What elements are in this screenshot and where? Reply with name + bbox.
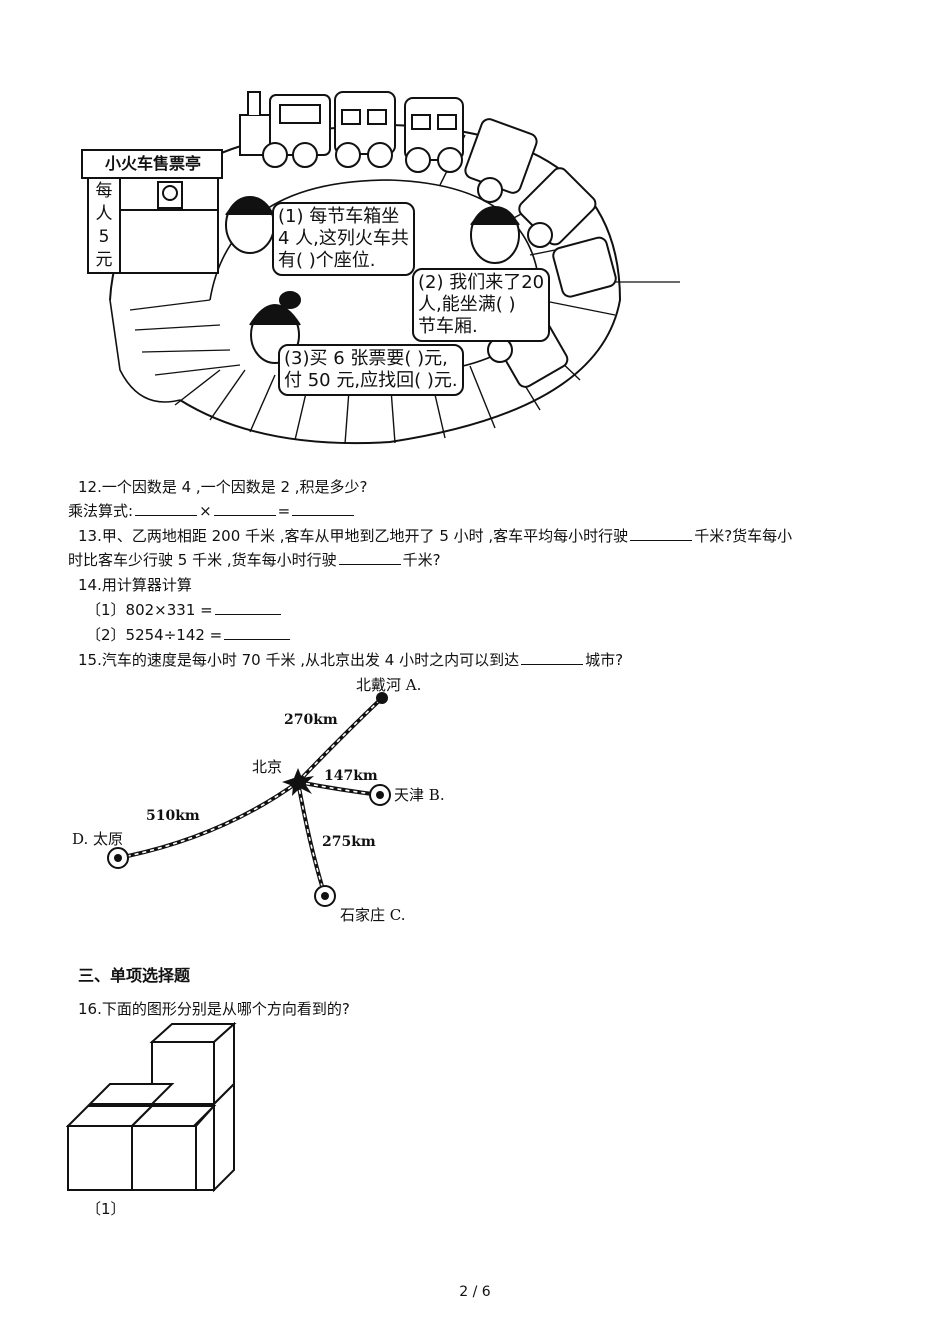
q13-text-c: 时比客车少行驶 5 千米 ,货车每小时行驶 (68, 551, 337, 569)
q12-blank-product[interactable] (292, 501, 355, 516)
bubble-line: (2) 我们来了20 (418, 272, 545, 293)
q14-item1: 〔1〕802×331 = (86, 599, 283, 621)
booth-price: 每 人 5 元 (90, 180, 118, 272)
city-letter: B. (428, 786, 445, 804)
q14-blank-2[interactable] (224, 625, 291, 640)
map-center-label: 北京 (252, 758, 283, 776)
booth-price-char: 元 (95, 250, 113, 270)
map-city-a: 北戴河 A. (356, 674, 421, 695)
booth-price-char: 人 (95, 204, 113, 224)
q15-text: 15.汽车的速度是每小时 70 千米 ,从北京出发 4 小时之内可以到达 城市? (78, 649, 623, 671)
city-name: 太原 (93, 830, 124, 848)
train-illustration: 小火车售票亭 每 人 5 元 (1) 每节车箱坐 4 人,这列火车共 有( )个… (60, 70, 700, 460)
times-sign: × (199, 502, 212, 520)
page-number: 2 / 6 (459, 1284, 491, 1300)
q12-formula-label: 乘法算式: (68, 502, 134, 520)
q14-title: 14.用计算器计算 (78, 576, 192, 594)
q13-line2: 时比客车少行驶 5 千米 ,货车每小时行驶 千米? (68, 549, 441, 571)
bubble-line: (1) 每节车箱坐 (278, 206, 400, 227)
city-name: 石家庄 (340, 906, 386, 924)
speech-bubble-3: (3)买 6 张票要( )元, 付 50 元,应找回( )元. (278, 344, 464, 396)
q12-formula: 乘法算式: × = (68, 500, 356, 522)
booth-price-char: 每 (95, 181, 113, 201)
q13-text-a: 13.甲、乙两地相距 200 千米 ,客车从甲地到乙地开了 5 小时 ,客车平均… (78, 527, 629, 545)
q16-text: 16.下面的图形分别是从哪个方向看到的? (78, 1000, 350, 1018)
section-title: 三、单项选择题 (78, 966, 191, 985)
distance-label-c: 275km (322, 834, 376, 850)
distance-label-b: 147km (324, 768, 378, 784)
route-map: 北京 北戴河 A. 270km 天津 B. 147km 石家庄 C. 275km… (60, 668, 480, 938)
q12-text: 12.一个因数是 4 ,一个因数是 2 ,积是多少? (78, 478, 368, 496)
q15-text-a: 15.汽车的速度是每小时 70 千米 ,从北京出发 4 小时之内可以到达 (78, 651, 520, 669)
train-track-drawing (81, 91, 680, 445)
beijing-star-icon (282, 768, 314, 796)
bubble-line: 节车厢. (418, 316, 478, 337)
map-city-d: D. 太原 (72, 828, 123, 849)
booth-price-char: 5 (98, 227, 110, 247)
q13-blank-bus-speed[interactable] (630, 526, 693, 541)
city-letter: D. (72, 830, 89, 848)
q12-blank-factor1[interactable] (135, 501, 198, 516)
bubble-line: 有( )个座位. (278, 250, 376, 271)
city-marker-beidaihe (376, 692, 388, 704)
route-map-drawing (107, 692, 391, 907)
speech-bubble-1: (1) 每节车箱坐 4 人,这列火车共 有( )个座位. (272, 202, 415, 276)
q12-blank-factor2[interactable] (213, 501, 276, 516)
q14-item2: 〔2〕5254÷142 = (86, 624, 292, 646)
route-line-shijiazhuang (296, 780, 327, 898)
city-letter: C. (389, 906, 406, 924)
cube-figure (65, 1021, 238, 1194)
equals-sign: = (277, 502, 291, 520)
distance-label-d: 510km (146, 808, 200, 824)
q14-item2-text: 〔2〕5254÷142 = (86, 626, 223, 644)
map-city-c: 石家庄 C. (340, 904, 406, 925)
map-city-b: 天津 B. (394, 784, 445, 805)
q13-text-b: 千米?货车每小 (694, 527, 793, 545)
q14-blank-1[interactable] (214, 600, 281, 615)
city-name: 天津 (394, 786, 425, 804)
q16-sub1: 〔1〕 (86, 1200, 126, 1218)
bubble-line: 付 50 元,应找回( )元. (284, 370, 458, 391)
q13-line1: 13.甲、乙两地相距 200 千米 ,客车从甲地到乙地开了 5 小时 ,客车平均… (78, 525, 792, 547)
booth-sign: 小火车售票亭 (104, 154, 201, 173)
q13-blank-truck-speed[interactable] (338, 550, 401, 565)
city-name: 北戴河 (356, 676, 402, 694)
bubble-line: 人,能坐满( ) (418, 294, 516, 315)
q15-blank-city[interactable] (521, 650, 584, 665)
bubble-line: 4 人,这列火车共 (278, 228, 409, 249)
distance-label-a: 270km (284, 712, 338, 728)
city-letter: A. (405, 676, 422, 694)
speech-bubble-2: (2) 我们来了20 人,能坐满( ) 节车厢. (412, 268, 551, 342)
q14-item1-text: 〔1〕802×331 = (86, 601, 213, 619)
cube-stack-drawing (65, 1021, 237, 1193)
bubble-line: (3)买 6 张票要( )元, (284, 348, 448, 369)
q15-text-b: 城市? (585, 651, 624, 669)
route-line-taiyuan (116, 780, 300, 860)
q13-text-d: 千米? (402, 551, 441, 569)
